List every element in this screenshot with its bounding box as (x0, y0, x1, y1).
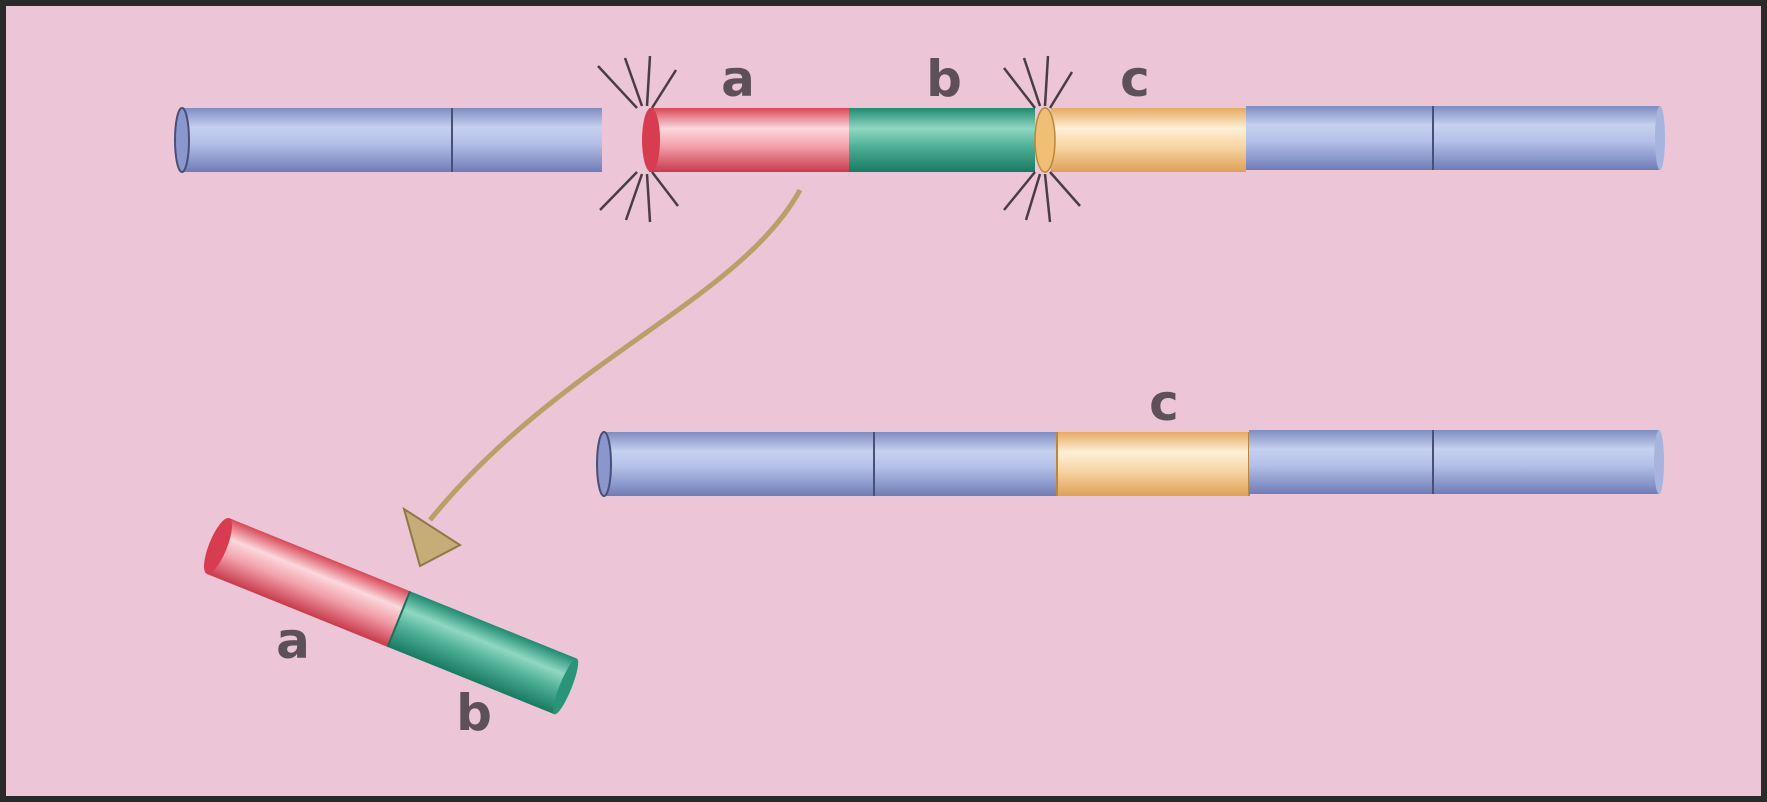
label-fragment-a: a (276, 612, 310, 670)
middle-right-end-cap (1654, 430, 1664, 494)
excised-fragment (198, 515, 582, 717)
top-segment-c (1051, 108, 1246, 172)
top-segment-b (849, 108, 1035, 172)
deletion-diagram: a b c c a b (6, 6, 1761, 796)
top-left-end-cap (175, 108, 189, 172)
middle-left-end-cap (597, 432, 611, 496)
top-segment-c-end (1035, 108, 1055, 172)
middle-segment-left (604, 432, 1057, 496)
label-fragment-b: b (456, 684, 492, 742)
middle-segment-right (1249, 430, 1659, 494)
curved-arrow-icon (404, 190, 800, 566)
label-top-a: a (721, 50, 755, 108)
label-top-c: c (1120, 50, 1150, 108)
top-segment-left (182, 108, 602, 172)
middle-chromosome: c (597, 374, 1664, 496)
label-top-b: b (926, 50, 962, 108)
top-right-end-cap (1655, 106, 1665, 170)
diagram-frame: a b c c a b (6, 6, 1761, 796)
top-segment-a-end (642, 108, 660, 172)
top-segment-a (649, 108, 849, 172)
top-chromosome: a b c (175, 50, 1665, 222)
label-middle-c: c (1149, 374, 1179, 432)
middle-segment-c (1057, 432, 1249, 496)
top-segment-right (1246, 106, 1660, 170)
